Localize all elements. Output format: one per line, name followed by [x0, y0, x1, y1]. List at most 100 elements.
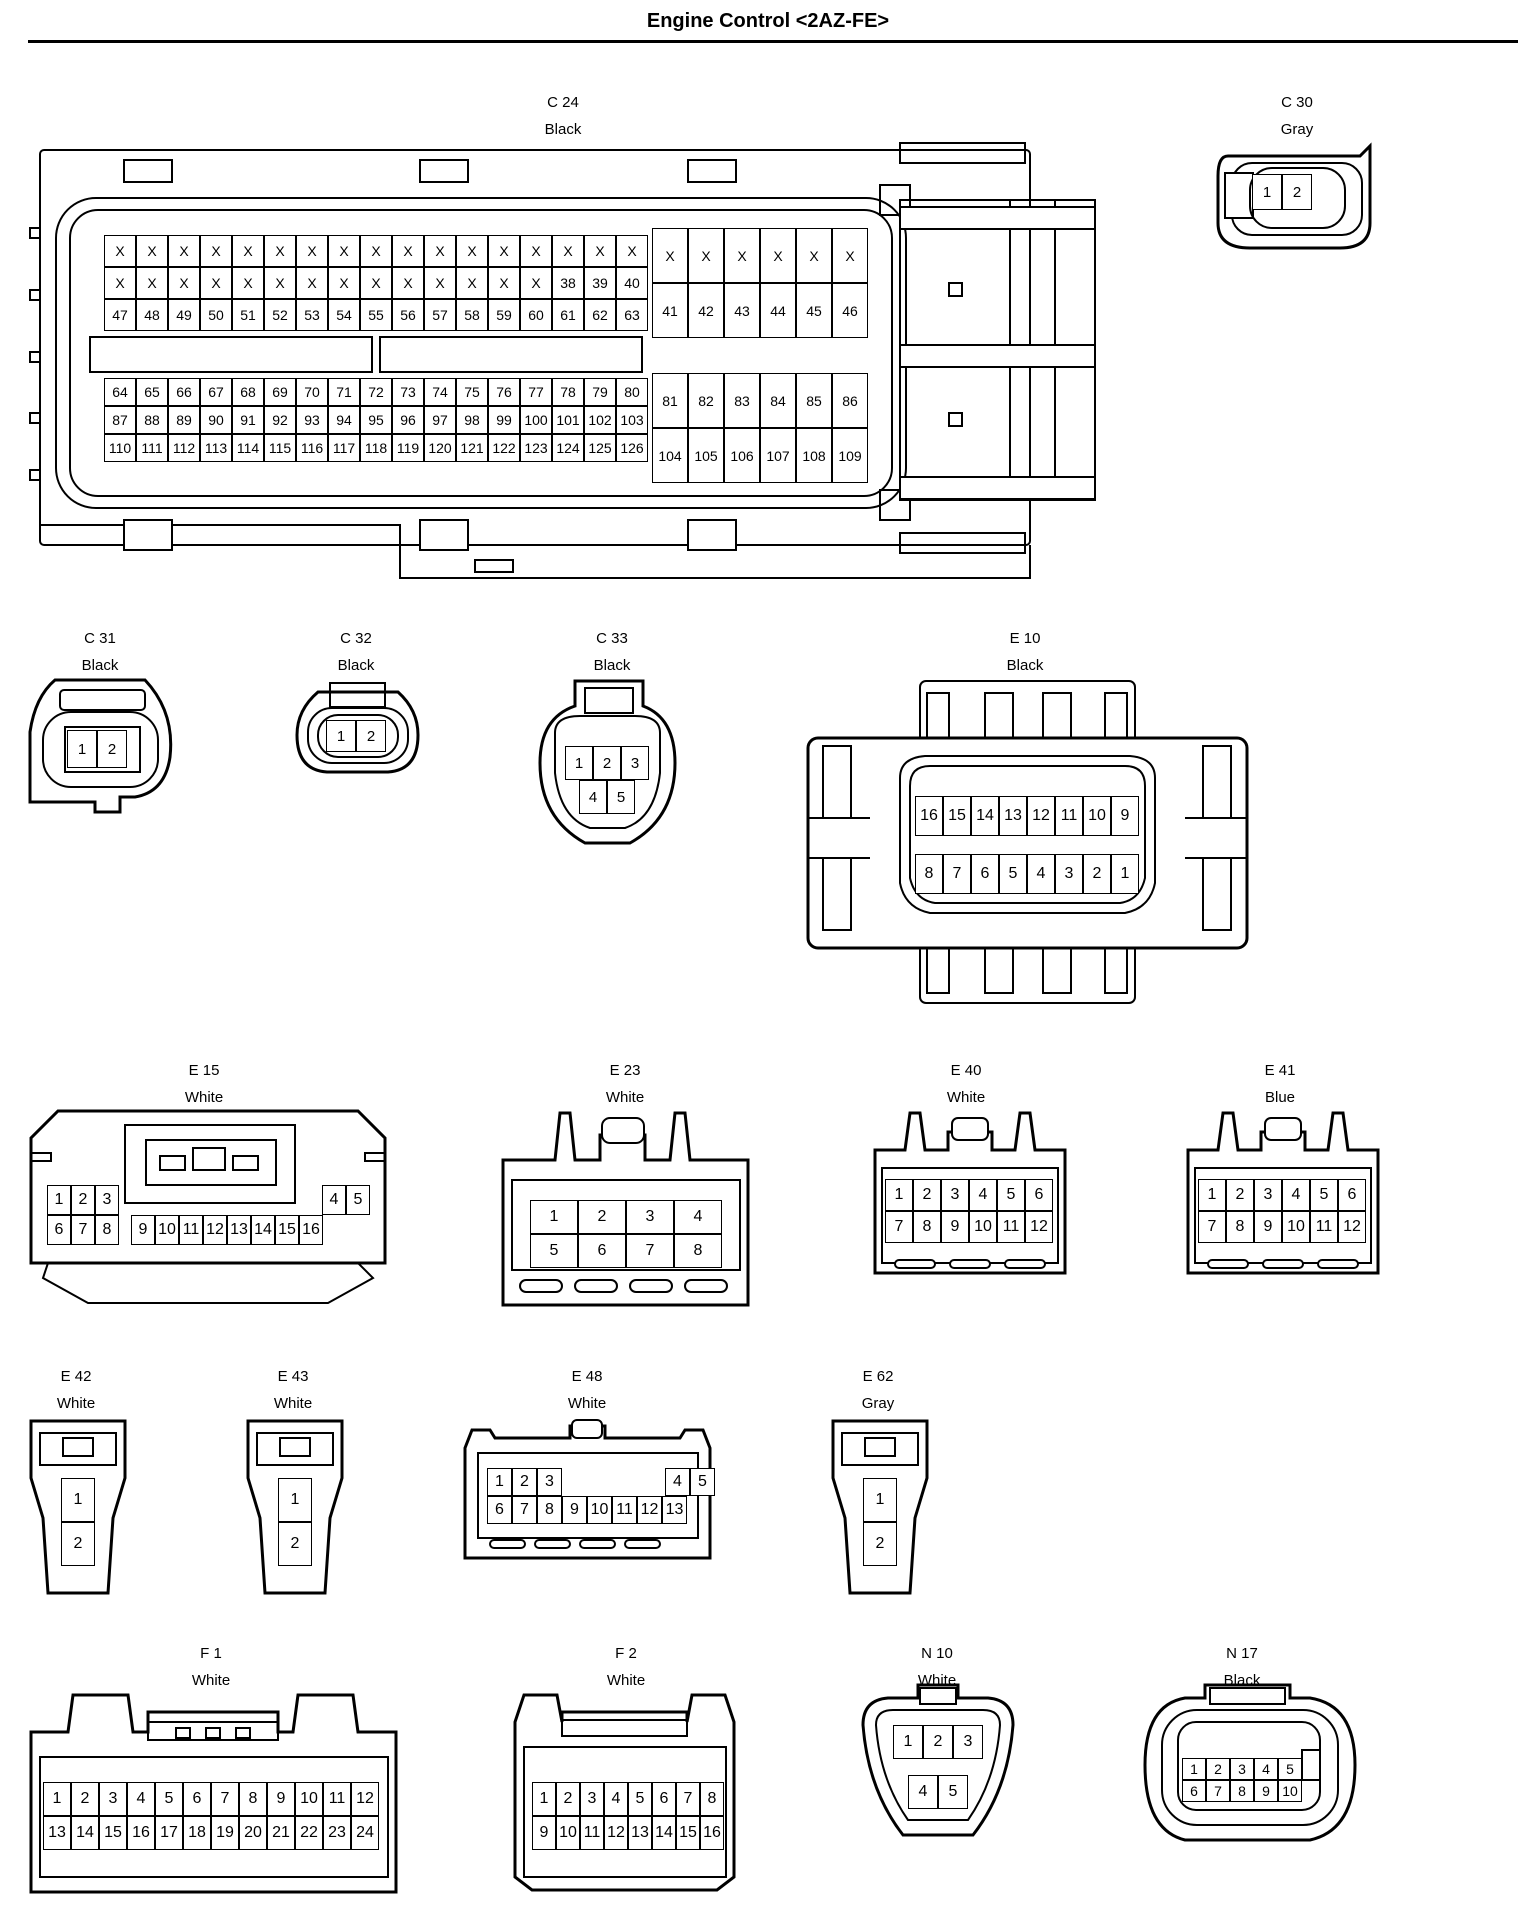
pin-cell: 13 — [43, 1816, 71, 1850]
pin-cell: X — [616, 235, 648, 267]
connector-n10-housing — [861, 1683, 1015, 1837]
pin-cell: 16 — [700, 1816, 724, 1850]
pin-cell: 14 — [652, 1816, 676, 1850]
pin-cell: 12 — [1025, 1211, 1053, 1243]
pin-cell: 123 — [520, 434, 552, 462]
pin-cell: X — [168, 267, 200, 299]
pin-cell: 6 — [578, 1234, 626, 1268]
pin-cell: 9 — [941, 1211, 969, 1243]
pin-cell: 3 — [95, 1185, 119, 1215]
pin-cell: 16 — [915, 796, 943, 836]
pin-cell: 9 — [562, 1496, 587, 1524]
pin-cell: 8 — [537, 1496, 562, 1524]
pin-cell: 15 — [99, 1816, 127, 1850]
pin-cell: 49 — [168, 299, 200, 331]
pin-cell: X — [104, 235, 136, 267]
pin-cell: 2 — [1226, 1179, 1254, 1211]
e42-id: E 42 — [60, 1368, 92, 1385]
pin-cell: 19 — [211, 1816, 239, 1850]
pin-cell: X — [424, 235, 456, 267]
pin-cell: 8 — [913, 1211, 941, 1243]
pin-cell: 6 — [487, 1496, 512, 1524]
pin-cell: 12 — [351, 1782, 379, 1816]
f1-id: F 1 — [200, 1645, 222, 1662]
pin-cell: 15 — [943, 796, 971, 836]
pin-cell: X — [392, 267, 424, 299]
pin-cell: 60 — [520, 299, 552, 331]
pin-cell: 69 — [264, 378, 296, 406]
pin-cell: 64 — [104, 378, 136, 406]
pin-cell: 2 — [71, 1185, 95, 1215]
pin-cell: 54 — [328, 299, 360, 331]
pin-cell: 8 — [915, 854, 943, 894]
pin-cell: 3 — [537, 1468, 562, 1496]
pin-cell: 1 — [893, 1725, 923, 1759]
pin-cell: 87 — [104, 406, 136, 434]
pin-cell: 2 — [1083, 854, 1111, 894]
pin-cell: 2 — [356, 720, 386, 752]
pin-cell: 17 — [155, 1816, 183, 1850]
pin-cell: 10 — [556, 1816, 580, 1850]
pin-cell: 84 — [760, 373, 796, 428]
pin-cell: 79 — [584, 378, 616, 406]
e15-id: E 15 — [188, 1062, 220, 1079]
pin-cell: X — [520, 267, 552, 299]
pin-cell: 85 — [796, 373, 832, 428]
e40-color: White — [946, 1089, 986, 1106]
pin-cell: 126 — [616, 434, 648, 462]
pin-cell: X — [264, 267, 296, 299]
pin-cell: 7 — [71, 1215, 95, 1245]
pin-cell: 4 — [908, 1775, 938, 1809]
pin-cell: 5 — [999, 854, 1027, 894]
pin-cell: 3 — [941, 1179, 969, 1211]
pin-cell: 23 — [323, 1816, 351, 1850]
pin-cell: 3 — [99, 1782, 127, 1816]
pin-cell: 12 — [637, 1496, 662, 1524]
pin-cell: X — [296, 235, 328, 267]
e41-color: Blue — [1264, 1089, 1296, 1106]
pin-cell: X — [456, 235, 488, 267]
c30-id: C 30 — [1281, 94, 1313, 111]
pin-cell: 14 — [251, 1215, 275, 1245]
pin-cell: 96 — [392, 406, 424, 434]
pin-cell: 14 — [971, 796, 999, 836]
pin-cell: 3 — [626, 1200, 674, 1234]
pin-cell: 4 — [1254, 1758, 1278, 1780]
pin-cell: 113 — [200, 434, 232, 462]
pin-cell: 6 — [47, 1215, 71, 1245]
pin-cell: 4 — [1282, 1179, 1310, 1211]
pin-cell: 61 — [552, 299, 584, 331]
pin-cell: 2 — [1206, 1758, 1230, 1780]
e15-color: White — [184, 1089, 224, 1106]
pin-cell: 121 — [456, 434, 488, 462]
c33-color: Black — [593, 657, 631, 674]
pin-cell: 106 — [724, 428, 760, 483]
e48-id: E 48 — [571, 1368, 603, 1385]
pin-cell: 10 — [295, 1782, 323, 1816]
e43-color: White — [273, 1395, 313, 1412]
pin-cell: 8 — [1230, 1780, 1254, 1802]
pin-cell: 53 — [296, 299, 328, 331]
label-e15: E 15 White — [104, 1057, 304, 1111]
pin-cell: 7 — [626, 1234, 674, 1268]
pin-cell: 8 — [1226, 1211, 1254, 1243]
pin-cell: X — [488, 267, 520, 299]
pin-cell: 12 — [604, 1816, 628, 1850]
pin-cell: 8 — [674, 1234, 722, 1268]
pin-cell: 10 — [1278, 1780, 1302, 1802]
pin-cell: 4 — [322, 1185, 346, 1215]
pin-cell: 11 — [1055, 796, 1083, 836]
pin-cell: 7 — [211, 1782, 239, 1816]
